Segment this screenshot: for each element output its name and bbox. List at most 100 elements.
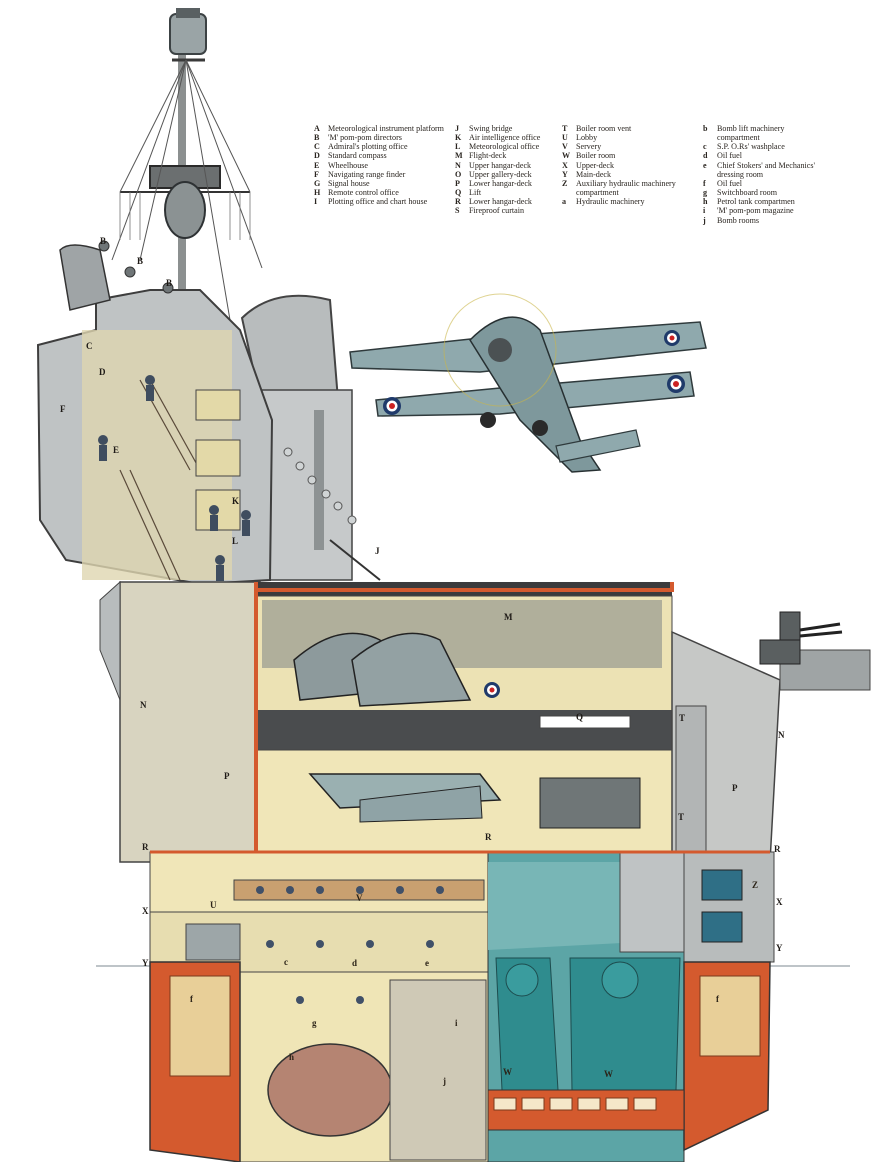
legend-key: C [314,142,320,152]
legend-key: F [314,169,319,179]
callout-e: E [113,445,120,455]
callout-y-right: Y [776,943,783,953]
legend-item: I Plotting office and chart house [314,197,452,206]
legend-key: U [562,133,568,143]
callout-g: g [312,1018,317,1028]
legend-key: j [703,215,706,225]
callout-w-1: W [503,1067,512,1077]
legend-key: f [703,178,706,188]
legend-key: Q [455,188,462,198]
biplane-illustration-icon [349,293,707,473]
callout-b: B [137,256,144,266]
callout-l: L [232,536,239,546]
legend-item: Y Main-deck [562,170,700,179]
legend-text: 'M' pom-pom directors [328,133,402,143]
legend-key: A [314,124,320,133]
legend-text: Standard compass [328,151,387,161]
callout-p-left: P [224,771,230,781]
callout-c-low: c [284,957,288,967]
legend-key: X [562,160,568,170]
callout-t-bottom: T [678,812,685,822]
legend-text: Oil fuel [717,178,742,188]
legend-item: b Bomb lift machinery compartment [703,124,823,142]
legend-text: Switchboard room [717,188,778,198]
legend-text: Hydraulic machinery [576,197,645,207]
callout-m: M [504,612,513,622]
legend-key: i [703,206,706,216]
legend-key: G [314,178,321,188]
legend-key: E [314,160,320,170]
callout-j-low: j [443,1076,446,1086]
legend-item: B 'M' pom-pom directors [314,133,452,142]
callout-e-low: e [425,958,429,968]
legend-text: Flight-deck [469,151,507,161]
legend-item: j Bomb rooms [703,216,823,225]
legend-item: a Hydraulic machinery [562,197,700,206]
callout-f-left: f [190,994,193,1004]
legend-text: Bomb lift machinery compartment [717,124,785,143]
legend-key: c [703,142,707,152]
legend-text: Plotting office and chart house [328,197,428,207]
legend-text: Upper hangar-deck [469,160,532,170]
island-superstructure [36,240,381,586]
callout-d: D [99,367,106,377]
callout-x-left: X [142,906,149,916]
callout-q: Q [576,712,584,722]
legend-key: h [703,197,708,207]
legend-text: Servery [576,142,602,152]
callout-n-right: N [778,730,785,740]
legend-text: Main-deck [576,169,612,179]
legend-key: P [455,178,460,188]
legend-item: c S.P. O.Rs' washplace [703,142,823,151]
callout-r-right: R [774,844,781,854]
legend-key: J [455,124,460,133]
legend-item: Z Auxiliary hydraulic machinery compartme… [562,179,700,197]
legend-key: g [703,188,708,198]
pom-pom-gun-icon [759,611,843,665]
legend-key: I [314,197,318,207]
callout-x-right: X [776,897,783,907]
legend-key: O [455,169,462,179]
legend-item: f Oil fuel [703,179,823,188]
hull [149,582,771,1162]
callout-d-low: d [352,958,358,968]
callout-c: C [86,341,93,351]
legend-key: Y [562,169,568,179]
legend-key: b [703,124,708,133]
legend-key: d [703,151,708,161]
legend-key: Z [562,178,568,188]
legend-item: g Switchboard room [703,188,823,197]
legend-key: R [455,197,461,207]
legend-text: Upper gallery-deck [469,169,532,179]
callout-i: i [455,1018,458,1028]
starboard-compartments [683,851,775,963]
callout-j: J [375,546,380,556]
legend-text: Bomb rooms [717,215,760,225]
legend-item: i'M' pom-pom magazine [703,206,823,215]
lower-decks [149,851,491,1162]
legend-text: Boiler room vent [576,124,632,133]
callout-f-right: f [716,994,719,1004]
legend-column-4: b Bomb lift machinery compartment c S.P. O.… [703,124,823,225]
callout-r-mid: R [485,832,492,842]
legend-key: B [314,133,320,143]
legend-text: S.P. O.Rs' washplace [717,142,785,152]
legend-text: Chief Stokers' and Mechanics' dressing r… [717,160,815,179]
legend-key: a [562,197,567,207]
callout-h: h [289,1052,295,1062]
legend-text: Auxiliary hydraulic machinery compartmen… [576,178,676,198]
